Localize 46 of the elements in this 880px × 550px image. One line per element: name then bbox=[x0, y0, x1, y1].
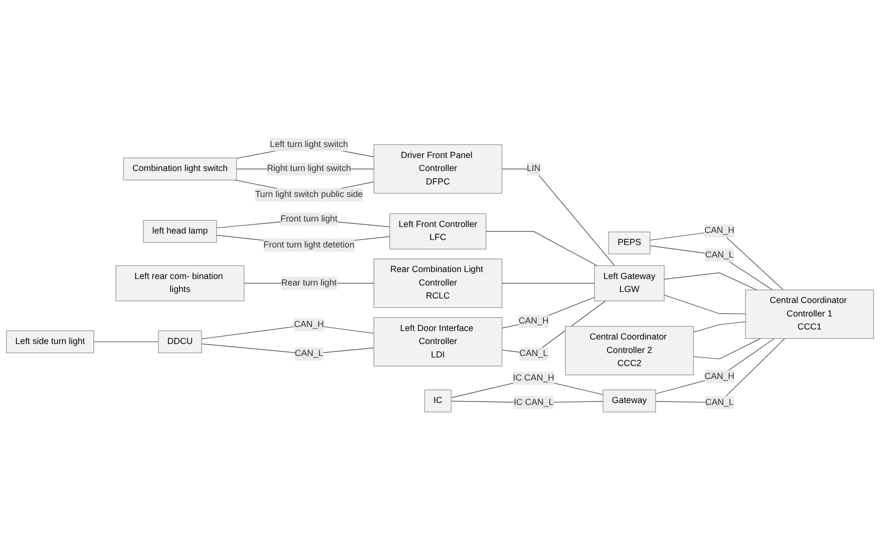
connector bbox=[664, 294, 746, 314]
node-box: left head lamp bbox=[143, 220, 217, 243]
node-box: Rear Combination Light Controller RCLC bbox=[374, 258, 502, 308]
edge-label: CAN_L bbox=[705, 250, 734, 260]
node-box: Left Gateway LGW bbox=[594, 265, 664, 302]
connector bbox=[655, 338, 786, 403]
node-box: Left Door Interface Controller LDI bbox=[374, 317, 502, 366]
connector bbox=[486, 231, 598, 266]
edge-label: CAN_H bbox=[704, 226, 734, 236]
node-box: PEPS bbox=[608, 232, 650, 254]
edge-label: CAN_L bbox=[705, 398, 734, 407]
connector bbox=[93, 341, 159, 342]
edge-label: Front turn light bbox=[280, 214, 338, 224]
edge-label: CAN_H bbox=[704, 372, 734, 382]
node-box: Combination light switch bbox=[123, 158, 237, 180]
connector bbox=[664, 272, 758, 290]
node-box: Gateway bbox=[602, 390, 656, 412]
edge-label: CAN_L bbox=[294, 349, 324, 358]
node-box: IC bbox=[424, 390, 452, 412]
edge-label: IC CAN_H bbox=[513, 373, 554, 383]
edge-label: CAN_H bbox=[294, 320, 324, 330]
connector bbox=[502, 296, 595, 328]
connector bbox=[650, 230, 784, 290]
node-box: Left Front Controller LFC bbox=[390, 213, 486, 250]
node-box: Left side turn light bbox=[6, 330, 94, 354]
edge-label: Left turn light switch bbox=[270, 140, 348, 150]
edge-label: Rear turn light bbox=[281, 278, 337, 288]
edge-label: LIN bbox=[526, 164, 541, 174]
node-box: Left rear com- bination lights bbox=[116, 265, 244, 302]
node-box: DDCU bbox=[158, 330, 202, 354]
edge-label: CAN_L bbox=[519, 349, 548, 358]
node-box: Central Coordinator Controller 2 CCC2 bbox=[565, 326, 694, 376]
connector bbox=[502, 282, 595, 284]
node-box: Driver Front Panel Controller DFPC bbox=[374, 144, 502, 194]
edge-label: Front turn light detetion bbox=[264, 240, 354, 250]
edge-label: IC CAN_L bbox=[514, 398, 554, 407]
connector bbox=[650, 245, 773, 290]
edge-label: Turn light switch public side bbox=[255, 190, 363, 200]
connector bbox=[693, 321, 746, 333]
connector bbox=[655, 338, 775, 394]
edge-label: CAN_H bbox=[518, 316, 549, 326]
connector bbox=[502, 168, 615, 266]
connector bbox=[502, 300, 606, 354]
node-box: Central Coordinator Controller 1 CCC1 bbox=[745, 290, 874, 339]
connector bbox=[693, 338, 761, 360]
edge-label: Right turn light switch bbox=[266, 164, 351, 174]
